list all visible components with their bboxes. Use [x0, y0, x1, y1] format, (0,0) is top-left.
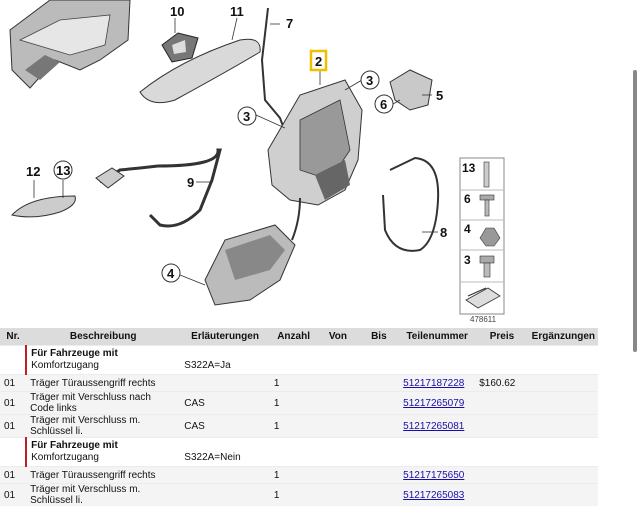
- part-2-carrier-illustration: [268, 80, 362, 205]
- part-number-link[interactable]: 51217175650: [403, 470, 464, 481]
- callout-10[interactable]: 10: [170, 4, 184, 19]
- diagram-reference-id: 478611: [470, 315, 497, 324]
- part-9-cable-illustration: [100, 150, 220, 226]
- cell-desc: Träger Türaussengriff rechts: [26, 467, 180, 484]
- part-number-link[interactable]: 51217265083: [403, 490, 464, 501]
- cell-note: [180, 375, 270, 392]
- part-12-handle-cap-illustration: [12, 196, 75, 217]
- cell-price: $160.62: [475, 375, 528, 392]
- table-row: 01 Träger Türaussengriff rechts 1 512171…: [0, 375, 598, 392]
- col-header-nr: Nr.: [0, 328, 26, 346]
- cell-qty: 1: [270, 484, 318, 506]
- part-6-bracket-illustration: [390, 70, 432, 110]
- col-header-teilenummer: Teilenummer: [399, 328, 475, 346]
- table-header-row: Nr. Beschreibung Erläuterungen Anzahl Vo…: [0, 328, 598, 346]
- callout-12[interactable]: 12: [26, 164, 40, 179]
- cell-price: [475, 415, 528, 438]
- part-number-link[interactable]: 51217265081: [403, 421, 464, 432]
- group-subtitle: Komfortzugang: [31, 360, 99, 371]
- group-subtitle: Komfortzugang: [31, 452, 99, 463]
- callout-4[interactable]: 4: [167, 266, 175, 281]
- cell-qty: 1: [270, 467, 318, 484]
- callout-3-lower[interactable]: 3: [243, 109, 250, 124]
- fastener-legend: 13 6 4 3: [460, 158, 504, 314]
- callout-9[interactable]: 9: [187, 175, 194, 190]
- group-title: Für Fahrzeuge mit: [31, 440, 176, 452]
- callout-2[interactable]: 2: [315, 54, 322, 69]
- door-frame-illustration: [10, 0, 130, 88]
- cell-price: [475, 392, 528, 415]
- group-note: S322A=Ja: [180, 346, 270, 375]
- parts-table: Nr. Beschreibung Erläuterungen Anzahl Vo…: [0, 328, 598, 506]
- legend-13: 13: [462, 161, 476, 175]
- cell-note: CAS: [180, 392, 270, 415]
- cell-nr: 01: [0, 467, 26, 484]
- part-7-rod-illustration: [262, 8, 288, 140]
- cell-qty: 1: [270, 415, 318, 438]
- col-header-anzahl: Anzahl: [270, 328, 318, 346]
- callout-11[interactable]: 11: [230, 4, 244, 19]
- cell-price: [475, 467, 528, 484]
- cell-desc: Träger mit Verschluss m. Schlüssel li.: [26, 484, 180, 506]
- col-header-beschreibung: Beschreibung: [26, 328, 180, 346]
- legend-4: 4: [464, 222, 471, 236]
- col-header-bis: Bis: [359, 328, 400, 346]
- table-row: 01 Träger Türaussengriff rechts 1 512171…: [0, 467, 598, 484]
- callout-6[interactable]: 6: [380, 97, 387, 112]
- col-header-von: Von: [317, 328, 358, 346]
- legend-6: 6: [464, 192, 471, 206]
- cell-nr: 01: [0, 415, 26, 438]
- callout-7[interactable]: 7: [286, 16, 293, 31]
- table-row: 01 Träger mit Verschluss m. Schlüssel li…: [0, 415, 598, 438]
- callout-5[interactable]: 5: [436, 88, 443, 103]
- part-11-door-handle-illustration: [140, 39, 260, 102]
- cell-note: [180, 484, 270, 506]
- group-label: Für Fahrzeuge mit Komfortzugang: [26, 346, 180, 375]
- table-group-row: Für Fahrzeuge mit Komfortzugang S322A=Ne…: [0, 438, 598, 467]
- cell-nr: 01: [0, 375, 26, 392]
- cell-note: CAS: [180, 415, 270, 438]
- group-label: Für Fahrzeuge mit Komfortzugang: [26, 438, 180, 467]
- cell-price: [475, 484, 528, 506]
- cell-desc: Träger mit Verschluss m. Schlüssel li.: [26, 415, 180, 438]
- group-note: S322A=Nein: [180, 438, 270, 467]
- table-row: 01 Träger mit Verschluss m. Schlüssel li…: [0, 484, 598, 506]
- callout-8[interactable]: 8: [440, 225, 447, 240]
- col-header-ergaenzungen: Ergänzungen: [529, 328, 598, 346]
- col-header-preis: Preis: [475, 328, 528, 346]
- legend-3: 3: [464, 253, 471, 267]
- cell-note: [180, 467, 270, 484]
- cell-qty: 1: [270, 392, 318, 415]
- col-header-erlaeuterungen: Erläuterungen: [180, 328, 270, 346]
- cell-desc: Träger mit Verschluss nach Code links: [26, 392, 180, 415]
- parts-table-container: Nr. Beschreibung Erläuterungen Anzahl Vo…: [0, 328, 598, 506]
- part-number-link[interactable]: 51217265079: [403, 398, 464, 409]
- cell-desc: Träger Türaussengriff rechts: [26, 375, 180, 392]
- cell-qty: 1: [270, 375, 318, 392]
- cell-nr: 01: [0, 392, 26, 415]
- group-title: Für Fahrzeuge mit: [31, 348, 176, 360]
- parts-diagram: 10 11 7 2 3 6 5 3 12 13 9 8 4 13 6 4 3 4…: [0, 0, 640, 328]
- table-group-row: Für Fahrzeuge mit Komfortzugang S322A=Ja: [0, 346, 598, 375]
- cell-nr: 01: [0, 484, 26, 506]
- callout-13[interactable]: 13: [56, 163, 70, 178]
- table-row: 01 Träger mit Verschluss nach Code links…: [0, 392, 598, 415]
- callout-3-upper[interactable]: 3: [366, 73, 373, 88]
- scrollbar[interactable]: [633, 70, 637, 352]
- part-number-link[interactable]: 51217187228: [403, 378, 464, 389]
- part-8-cable-illustration: [383, 158, 438, 251]
- part-4-actuator-illustration: [205, 198, 300, 305]
